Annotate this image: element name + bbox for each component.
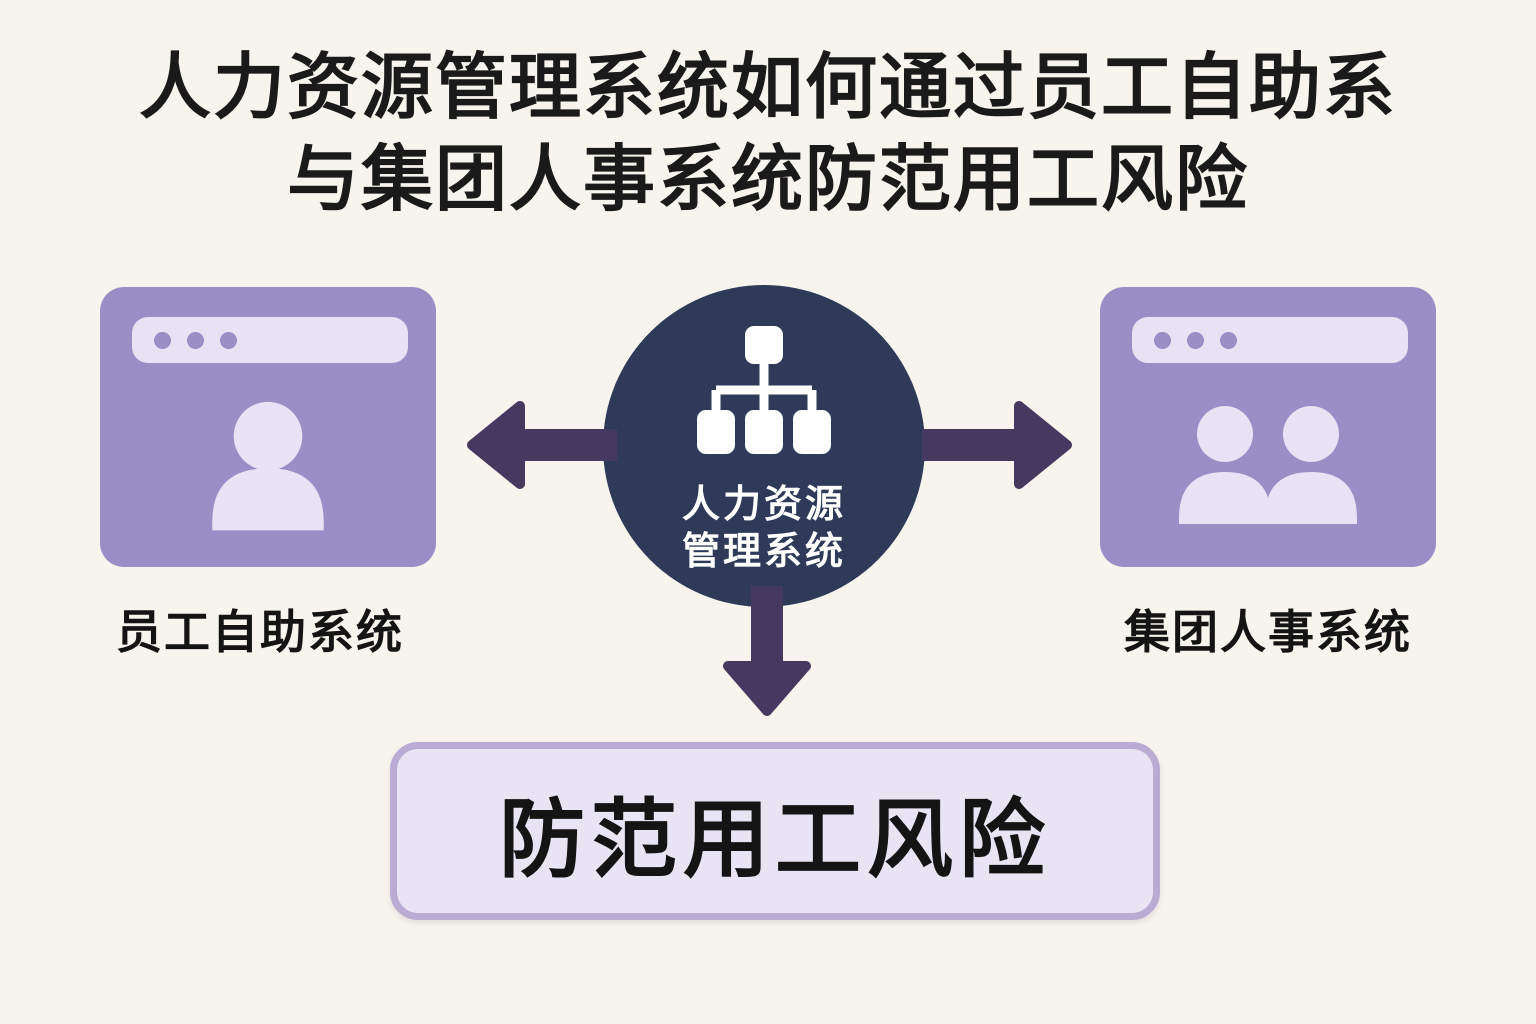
browser-dot-icon bbox=[1154, 331, 1171, 349]
single-user-icon bbox=[100, 373, 436, 555]
browser-toolbar bbox=[132, 317, 408, 363]
page-title: 人力资源管理系统如何通过员工自助系 与集团人事系统防范用工风险 bbox=[0, 42, 1536, 226]
browser-toolbar bbox=[1132, 317, 1408, 363]
group-hr-label: 集团人事系统 bbox=[1124, 606, 1412, 658]
browser-dot-icon bbox=[154, 331, 171, 349]
page-title-line1: 人力资源管理系统如何通过员工自助系 bbox=[138, 48, 1397, 128]
arrow-left-icon bbox=[462, 388, 617, 502]
hrms-hub: 人力资源 管理系统 bbox=[603, 285, 925, 607]
risk-prevention-box: 防范用工风险 bbox=[390, 742, 1160, 920]
employee-self-service-label: 员工自助系统 bbox=[116, 606, 404, 658]
browser-dot-icon bbox=[187, 331, 204, 349]
arrow-right-icon bbox=[922, 388, 1077, 502]
employee-self-service-card bbox=[100, 287, 436, 567]
hub-label: 人力资源 管理系统 bbox=[682, 482, 846, 577]
group-hr-card bbox=[1100, 287, 1436, 567]
risk-prevention-label: 防范用工风险 bbox=[499, 791, 1051, 888]
hub-label-line1: 人力资源 bbox=[681, 483, 846, 526]
org-chart-icon bbox=[697, 325, 831, 454]
page-title-line2: 与集团人事系统防范用工风险 bbox=[286, 140, 1249, 221]
browser-dot-icon bbox=[1220, 331, 1237, 349]
arrow-down-icon bbox=[712, 586, 822, 721]
browser-dot-icon bbox=[220, 331, 237, 349]
two-users-icon bbox=[1100, 373, 1436, 555]
hub-label-line2: 管理系统 bbox=[681, 531, 846, 573]
browser-dot-icon bbox=[1187, 331, 1204, 349]
